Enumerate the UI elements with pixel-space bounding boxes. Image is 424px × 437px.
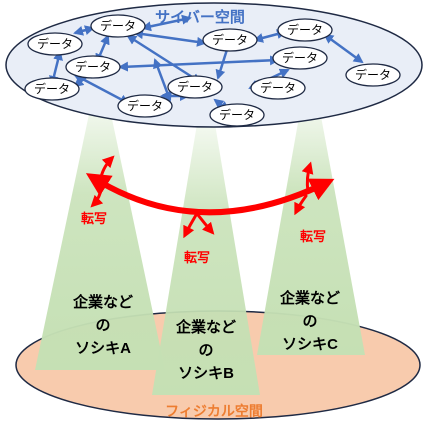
data-node: データ [209, 103, 265, 127]
svg-text:の: の [95, 317, 110, 334]
transfer-label-a: 転写 [81, 211, 107, 226]
svg-text:データ: データ [287, 22, 323, 37]
svg-text:データ: データ [355, 67, 391, 82]
svg-text:ソシキA: ソシキA [75, 340, 131, 357]
transfer-branch-c-down [294, 194, 308, 216]
svg-text:データ: データ [260, 80, 296, 95]
physical-space-label: フィジカル空間 [165, 403, 263, 419]
svg-text:データ: データ [177, 79, 213, 94]
link [323, 33, 364, 64]
svg-text:データ: データ [212, 32, 248, 47]
svg-text:ソシキB: ソシキB [178, 365, 234, 382]
cone-a [35, 100, 165, 370]
data-node: データ [345, 63, 401, 87]
data-node: データ [250, 76, 306, 100]
svg-text:企業など: 企業など [175, 318, 236, 336]
link [118, 55, 280, 72]
organization-a: 企業など の ソシキA [72, 293, 133, 357]
link [133, 29, 207, 47]
link [141, 14, 192, 32]
data-node: データ [202, 28, 258, 52]
cone-b [152, 118, 260, 395]
data-node: データ [167, 75, 223, 99]
data-node: データ [90, 14, 146, 38]
transfer-branch-a [98, 155, 115, 184]
transfer-arc [85, 173, 335, 216]
transfer-branch-b [183, 213, 198, 239]
svg-text:の: の [198, 342, 213, 359]
organization-c: 企業など の ソシキC [279, 289, 340, 353]
svg-text:データ: データ [219, 107, 255, 122]
transfer-branch-c [301, 161, 314, 194]
svg-text:データ: データ [100, 18, 136, 33]
transfer-label-c: 転写 [300, 229, 326, 244]
cone-c [257, 100, 365, 355]
svg-text:企業など: 企業など [279, 289, 340, 307]
transfer-label-b: 転写 [184, 250, 210, 265]
svg-text:の: の [302, 313, 317, 330]
data-node: データ [117, 94, 173, 118]
data-node: データ [65, 55, 121, 79]
data-node: データ [27, 32, 83, 56]
svg-text:データ: データ [37, 36, 73, 51]
data-node: データ [272, 46, 328, 70]
svg-text:データ: データ [282, 50, 318, 65]
data-node: データ [24, 77, 80, 101]
svg-text:ソシキC: ソシキC [282, 336, 338, 353]
svg-text:データ: データ [75, 59, 111, 74]
transfer-branch-b-right [196, 213, 215, 235]
transfer-branch-a-down [90, 184, 104, 208]
link [73, 25, 95, 36]
svg-text:企業など: 企業など [72, 293, 133, 311]
svg-text:データ: データ [34, 81, 70, 96]
transfer-arrows [85, 155, 335, 239]
organization-b: 企業など の ソシキB [175, 318, 236, 382]
data-node: データ [277, 18, 333, 42]
svg-text:データ: データ [127, 98, 163, 113]
